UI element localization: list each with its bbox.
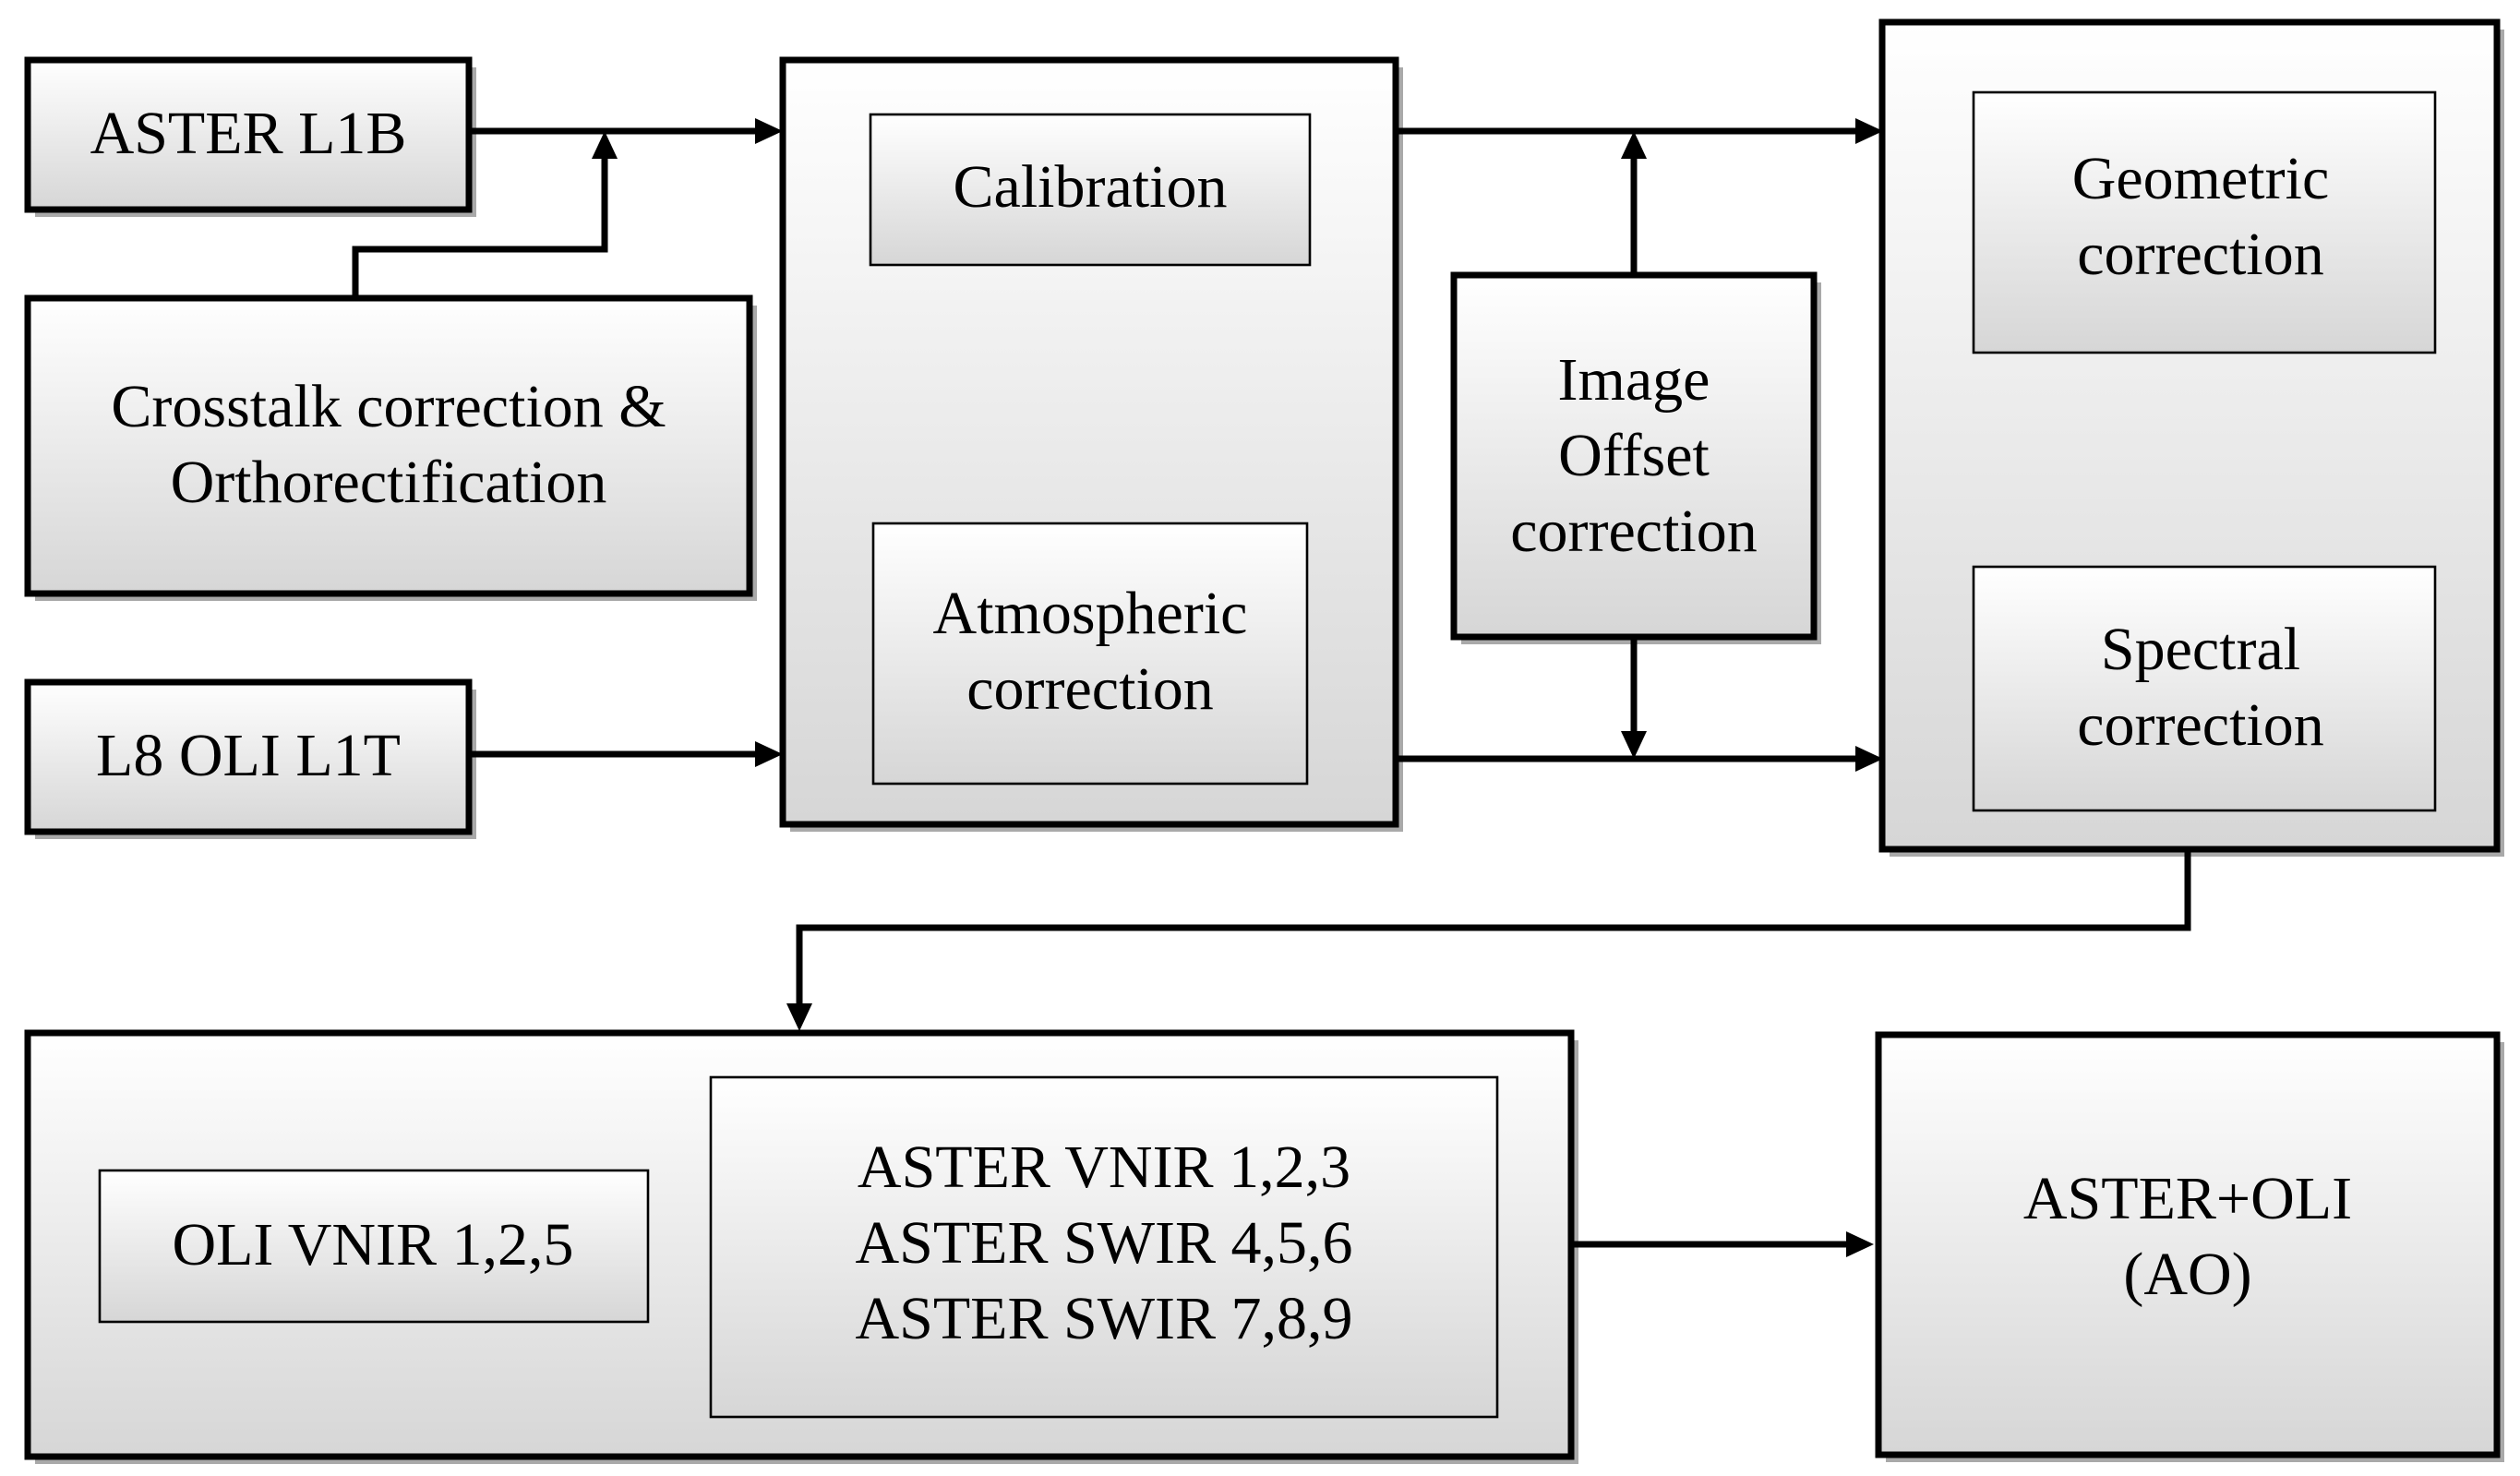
arrowhead-icon: [1855, 118, 1883, 144]
aster-l1b-box: ASTER L1B: [24, 56, 473, 213]
aster-bands-label-line2: ASTER SWIR 4,5,6: [855, 1209, 1352, 1277]
spectral-label-line1: Spectral: [2101, 616, 2300, 683]
calibration-box: Calibration: [869, 113, 1312, 267]
spectral-label-line2: correction: [2077, 691, 2324, 759]
arrow-correction-to-bands: [796, 849, 2191, 1006]
crosstalk-label-line2: Orthorectification: [171, 449, 607, 516]
geometric-label-line2: correction: [2077, 221, 2324, 288]
arrowhead-icon: [1846, 1231, 1874, 1257]
connector-lines: [352, 118, 2209, 1257]
arrowhead-icon: [1621, 131, 1647, 159]
aster-bands-label-line3: ASTER SWIR 7,8,9: [855, 1285, 1352, 1352]
image-offset-label-line2: Offset: [1558, 422, 1710, 489]
aster-bands-label-line1: ASTER VNIR 1,2,3: [858, 1134, 1350, 1201]
image-offset-label-line3: correction: [1510, 498, 1758, 565]
geometric-correction-box: Geometric correction: [1972, 90, 2437, 354]
arrow-crosstalk-to-aster-line: [352, 157, 608, 299]
crosstalk-box: Crosstalk correction & Orthorectificatio…: [24, 294, 753, 597]
arrowhead-icon: [786, 1003, 812, 1031]
image-offset-label-line1: Image: [1558, 346, 1710, 414]
aster-l1b-label: ASTER L1B: [90, 100, 407, 167]
oli-vnir-label: OLI VNIR 1,2,5: [172, 1211, 573, 1278]
arrowhead-icon: [592, 131, 618, 159]
spectral-correction-box: Spectral correction: [1972, 565, 2437, 812]
image-offset-box: Image Offset correction: [1450, 271, 1818, 641]
aster-oli-output-box: ASTER+OLI (AO): [1875, 1031, 2501, 1458]
crosstalk-label-line1: Crosstalk correction &: [111, 373, 666, 440]
atmospheric-label-line1: Atmospheric: [933, 580, 1248, 647]
arrowhead-icon: [755, 118, 783, 144]
aster-oli-label-line2: (AO): [2123, 1241, 2251, 1308]
arrowhead-icon: [755, 741, 783, 767]
arrowhead-icon: [1621, 731, 1647, 759]
atmospheric-correction-box: Atmospheric correction: [871, 522, 1309, 786]
geometric-label-line1: Geometric: [2072, 145, 2330, 212]
oli-vnir-box: OLI VNIR 1,2,5: [98, 1169, 650, 1324]
arrowhead-icon: [1855, 746, 1883, 772]
aster-bands-box: ASTER VNIR 1,2,3 ASTER SWIR 4,5,6 ASTER …: [709, 1075, 1499, 1419]
l8-oli-l1t-box: L8 OLI L1T: [24, 678, 473, 835]
aster-oli-label-line1: ASTER+OLI: [2023, 1165, 2352, 1232]
calibration-label: Calibration: [954, 153, 1228, 221]
l8-oli-l1t-label: L8 OLI L1T: [96, 722, 401, 789]
atmospheric-label-line2: correction: [966, 655, 1214, 723]
